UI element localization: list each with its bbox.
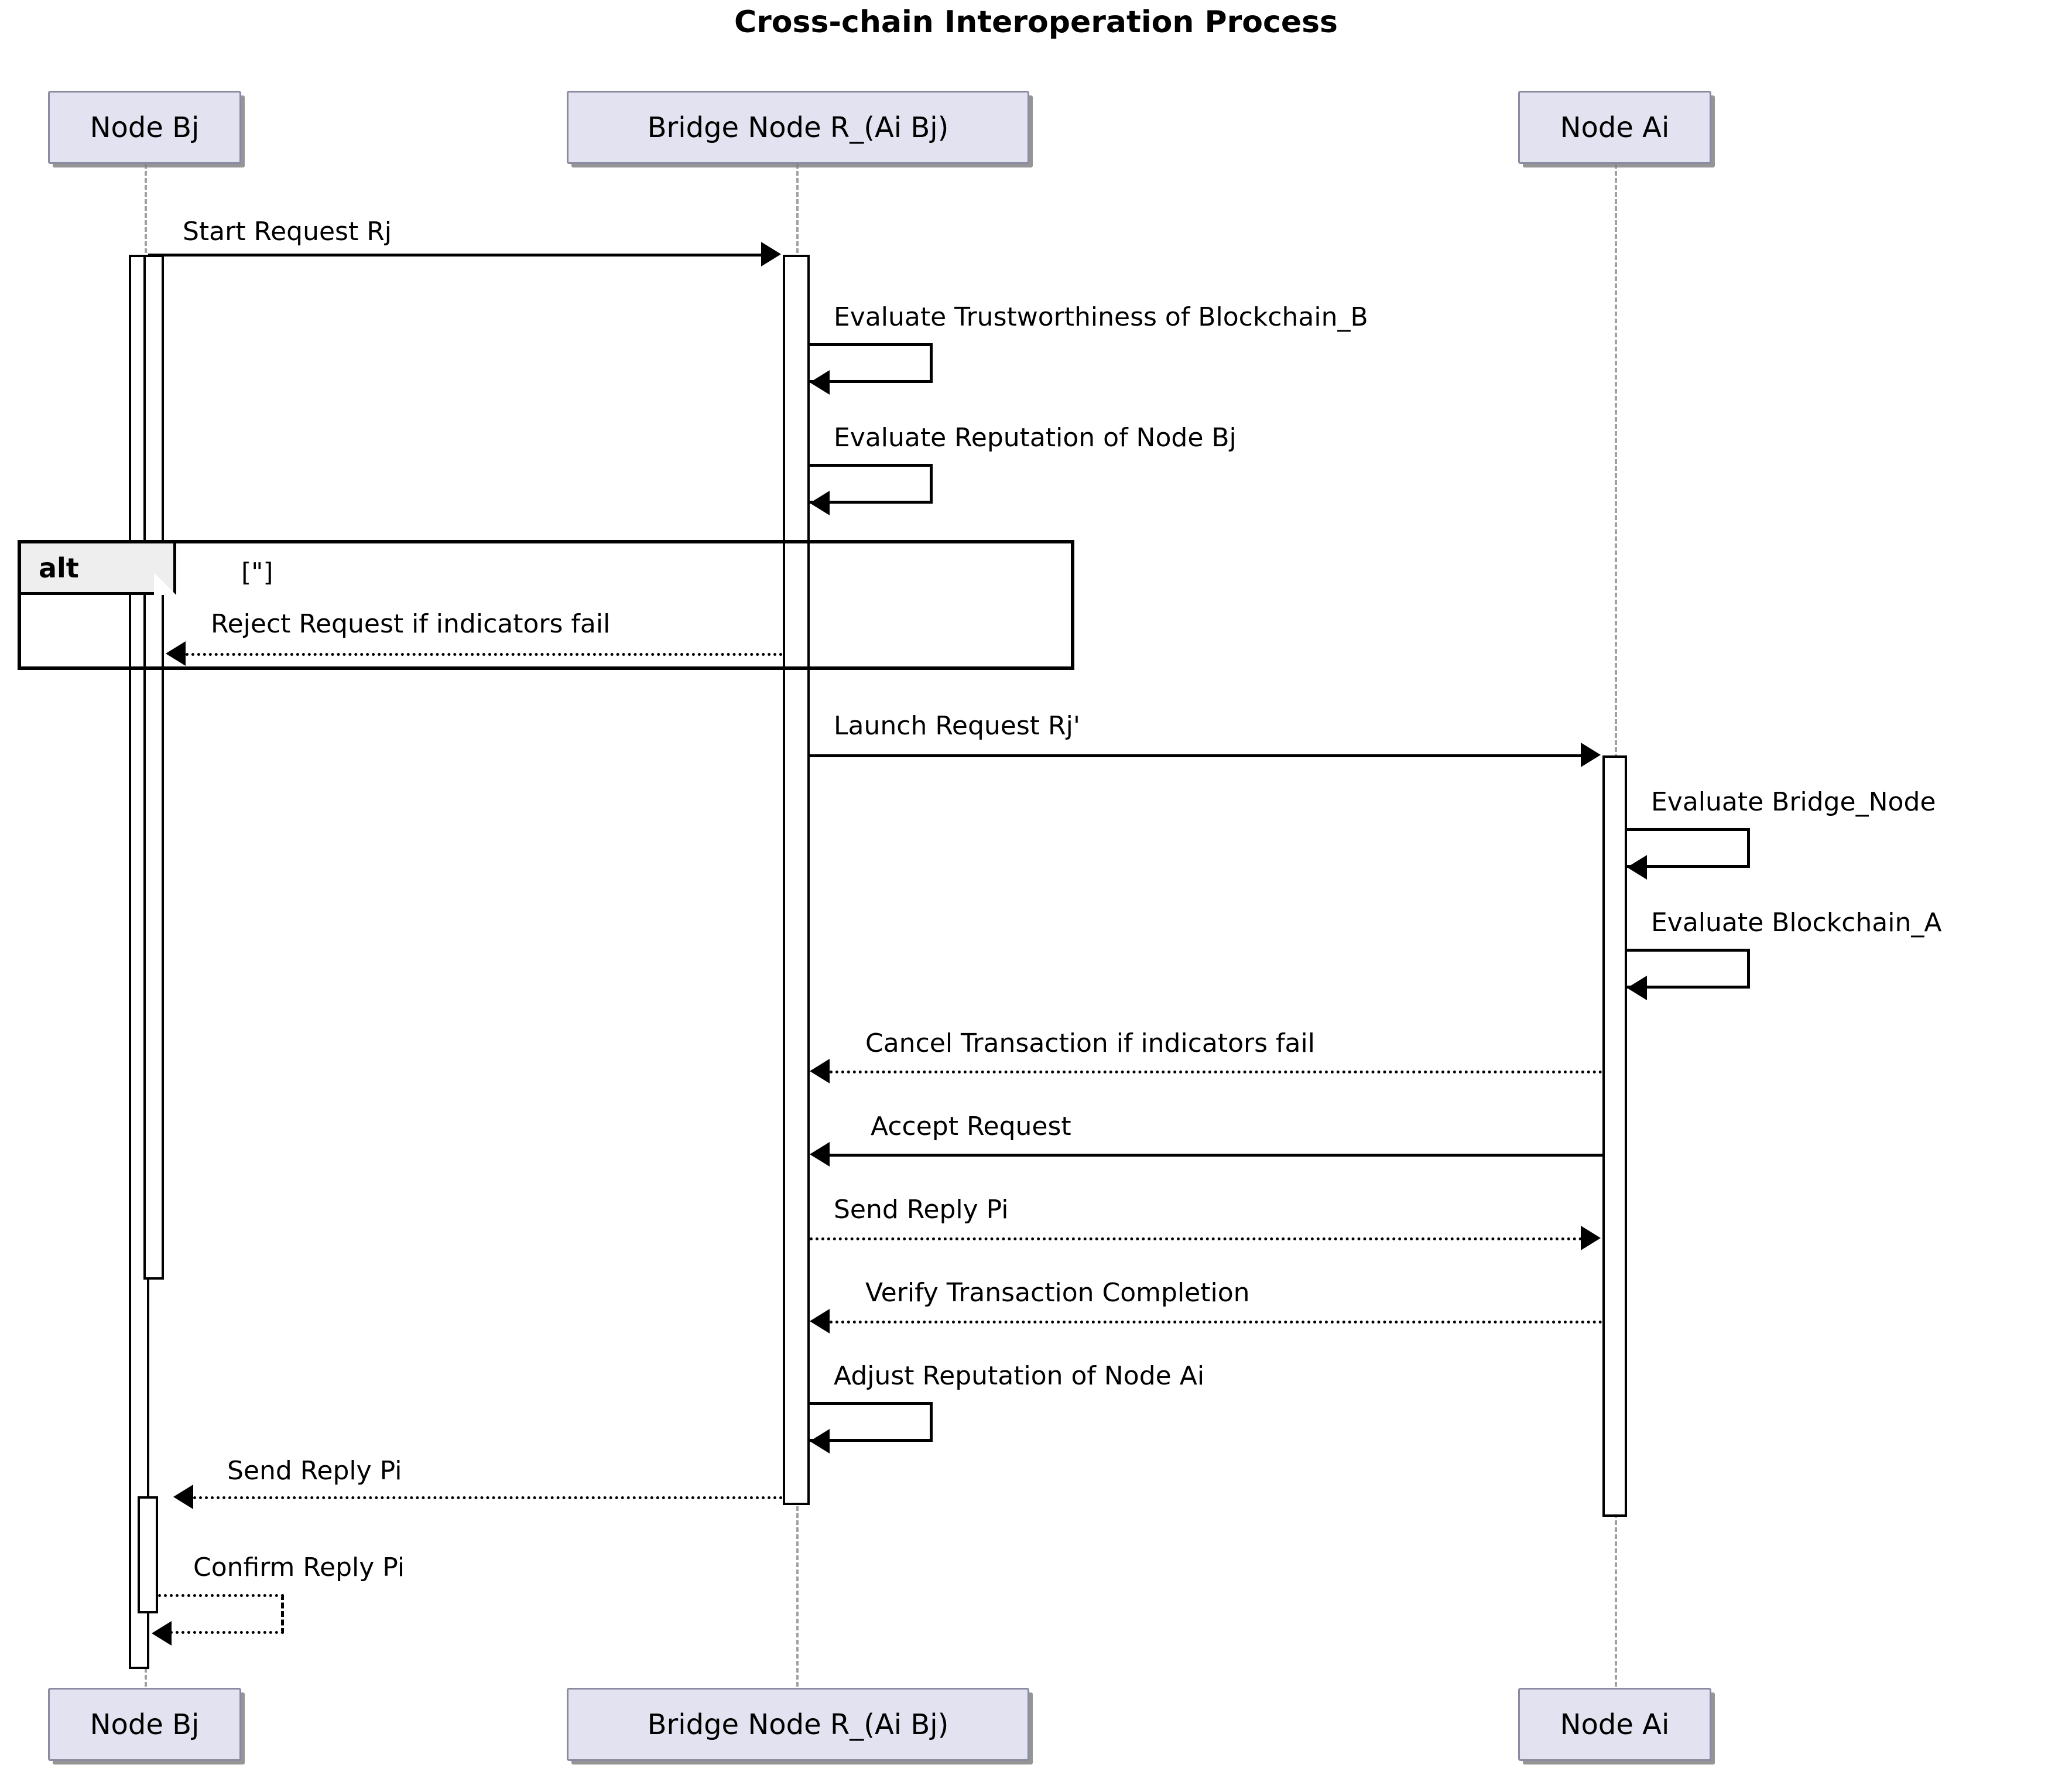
participant-node-ai-label: Node Ai: [1560, 111, 1670, 144]
self-loop-confirm-reply-pi: [158, 1594, 284, 1634]
alt-fragment-label: alt: [39, 552, 79, 584]
message-label-evaluate-bridge-node: Evaluate Bridge_Node: [1651, 787, 1936, 817]
arrow-head-evaluate-blockchain-a: [1627, 976, 1647, 1000]
participant-footer-node-bj-label: Node Bj: [90, 1708, 200, 1741]
arrow-head-reject-request: [166, 641, 186, 666]
alt-fragment-box: [18, 540, 1074, 670]
message-label-cancel-transaction: Cancel Transaction if indicators fail: [865, 1028, 1315, 1058]
message-line-start-request-rj: [148, 254, 775, 257]
activation-node-bj-reply: [138, 1496, 158, 1613]
participant-footer-node-bj[interactable]: Node Bj: [48, 1688, 241, 1761]
arrow-head-accept-request: [810, 1142, 830, 1167]
arrow-head-send-reply-pi-ai: [1581, 1226, 1601, 1250]
message-label-accept-request: Accept Request: [871, 1112, 1071, 1141]
message-label-evaluate-blockchain-a: Evaluate Blockchain_A: [1651, 908, 1942, 938]
participant-node-ai[interactable]: Node Ai: [1518, 91, 1711, 164]
message-line-send-reply-pi-bj: [193, 1496, 783, 1499]
message-line-send-reply-pi-ai: [810, 1237, 1583, 1240]
participant-footer-bridge-node-label: Bridge Node R_(Ai Bj): [647, 1708, 949, 1741]
message-line-launch-request: [810, 754, 1583, 757]
message-label-evaluate-reputation-bj: Evaluate Reputation of Node Bj: [834, 423, 1237, 453]
participant-footer-node-ai[interactable]: Node Ai: [1518, 1688, 1711, 1761]
alt-fragment-tab: alt: [21, 543, 176, 595]
message-line-reject-request: [186, 653, 783, 656]
arrow-head-start-request-rj: [761, 242, 781, 266]
message-label-evaluate-trustworthiness: Evaluate Trustworthiness of Blockchain_B: [834, 302, 1368, 332]
message-label-launch-request: Launch Request Rj': [834, 711, 1080, 741]
participant-bridge-node[interactable]: Bridge Node R_(Ai Bj): [567, 91, 1029, 164]
participant-node-bj[interactable]: Node Bj: [48, 91, 241, 164]
arrow-head-confirm-reply-pi: [152, 1621, 172, 1646]
arrow-head-evaluate-bridge-node: [1627, 855, 1647, 880]
message-label-adjust-reputation-ai: Adjust Reputation of Node Ai: [834, 1361, 1205, 1391]
arrow-head-verify-transaction: [810, 1309, 830, 1333]
self-loop-evaluate-blockchain-a: [1627, 949, 1750, 989]
activation-node-bj-inner: [143, 255, 164, 1280]
activation-bridge-node: [783, 255, 810, 1505]
self-loop-evaluate-bridge-node: [1627, 828, 1750, 868]
self-loop-evaluate-reputation-bj: [810, 464, 933, 504]
message-label-confirm-reply-pi: Confirm Reply Pi: [193, 1553, 405, 1582]
participant-node-bj-label: Node Bj: [90, 111, 200, 144]
message-label-verify-transaction: Verify Transaction Completion: [865, 1278, 1250, 1308]
self-loop-adjust-reputation-ai: [810, 1402, 933, 1442]
message-label-send-reply-pi-ai: Send Reply Pi: [834, 1195, 1009, 1225]
arrow-head-evaluate-reputation-bj: [810, 491, 830, 515]
alt-fragment-condition: ["]: [241, 558, 273, 587]
arrow-head-launch-request: [1581, 743, 1601, 767]
participant-bridge-node-label: Bridge Node R_(Ai Bj): [647, 111, 949, 144]
message-label-send-reply-pi-bj: Send Reply Pi: [227, 1456, 402, 1486]
message-line-accept-request: [830, 1154, 1602, 1157]
message-label-reject-request: Reject Request if indicators fail: [211, 609, 611, 639]
activation-node-ai: [1602, 755, 1627, 1517]
message-line-verify-transaction: [830, 1321, 1602, 1324]
participant-footer-bridge-node[interactable]: Bridge Node R_(Ai Bj): [567, 1688, 1029, 1761]
arrow-head-send-reply-pi-bj: [173, 1485, 193, 1509]
arrow-head-adjust-reputation-ai: [810, 1429, 830, 1454]
arrow-head-cancel-transaction: [810, 1059, 830, 1083]
arrow-head-evaluate-trustworthiness: [810, 370, 830, 395]
message-label-start-request-rj: Start Request Rj: [183, 217, 392, 247]
message-line-cancel-transaction: [830, 1071, 1602, 1073]
page-title: Cross-chain Interoperation Process: [734, 5, 1338, 40]
participant-footer-node-ai-label: Node Ai: [1560, 1708, 1670, 1741]
self-loop-evaluate-trustworthiness: [810, 343, 933, 383]
